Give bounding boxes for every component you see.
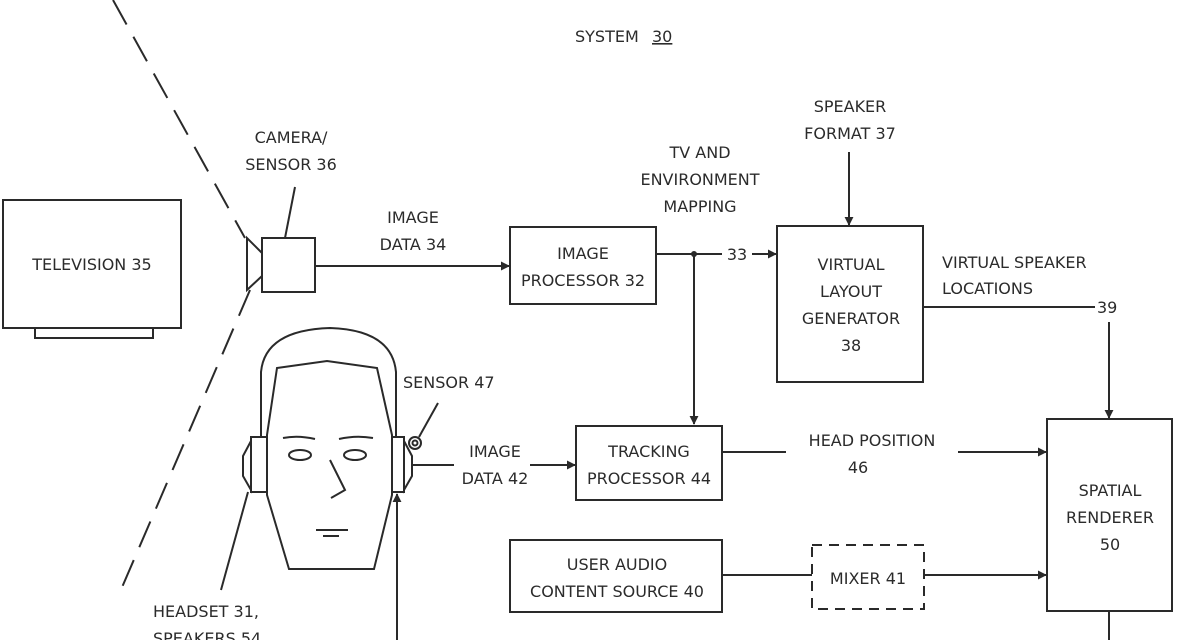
- spatial-renderer-label-line1: SPATIAL: [1079, 481, 1142, 500]
- face-outline: [266, 359, 393, 570]
- spatial-renderer-box: [1046, 418, 1173, 612]
- camera-sensor-icon: [246, 235, 316, 293]
- right-eyebrow: [338, 435, 374, 440]
- speaker-format-label-line1: SPEAKER: [814, 97, 887, 116]
- mixer-label: MIXER 41: [830, 569, 906, 588]
- image-processor-label-line2: PROCESSOR 32: [521, 271, 645, 290]
- image-data-34-label-line2: DATA 34: [380, 235, 447, 254]
- image-processor-block: IMAGE PROCESSOR 32: [509, 226, 657, 305]
- left-eye: [288, 449, 312, 461]
- television-label: TELEVISION 35: [31, 255, 151, 274]
- image-processor-box: [509, 226, 657, 305]
- tv-env-mapping-label-line3: MAPPING: [663, 197, 736, 216]
- right-eye: [343, 449, 367, 461]
- virtual-speaker-locations-line2: LOCATIONS: [942, 279, 1033, 298]
- tracking-processor-block: TRACKING PROCESSOR 44: [575, 425, 723, 501]
- headband: [260, 326, 397, 437]
- user-head-headset-icon: [242, 326, 422, 570]
- nose: [329, 459, 347, 499]
- tracking-processor-box: [575, 425, 723, 501]
- title-label: SYSTEM: [575, 27, 639, 46]
- television-stand: [34, 327, 154, 339]
- camera-lens: [246, 235, 263, 293]
- sensor-47-leader: [418, 402, 439, 438]
- camera-label-line2: SENSOR 36: [245, 155, 337, 174]
- image-data-42-label-line1: IMAGE: [469, 442, 521, 461]
- headset-label-line1: HEADSET 31,: [153, 602, 259, 621]
- sensor-47-label: SENSOR 47: [403, 373, 495, 392]
- diagram-title: SYSTEM 30: [575, 27, 672, 46]
- virtual-layout-generator-box: [776, 225, 924, 383]
- camera-leader-line: [284, 186, 296, 239]
- speaker-format-label-line2: FORMAT 37: [804, 124, 896, 143]
- headset-label-line2: SPEAKERS 54: [153, 629, 261, 640]
- user-audio-label-line2: CONTENT SOURCE 40: [530, 582, 704, 601]
- left-ear-cup: [250, 436, 268, 493]
- headset-leader-line: [220, 491, 249, 591]
- vlg-label-line3: GENERATOR: [802, 309, 900, 328]
- television-body: [2, 199, 182, 329]
- virtual-layout-generator-block: VIRTUAL LAYOUT GENERATOR 38: [776, 225, 924, 383]
- virtual-speaker-locations-line1: VIRTUAL SPEAKER: [942, 253, 1087, 272]
- left-ear-pad: [242, 440, 252, 494]
- tracking-processor-label-line1: TRACKING: [607, 442, 690, 461]
- sensor-47-inner: [411, 439, 419, 447]
- vlg-label-line2: LAYOUT: [820, 282, 882, 301]
- spatial-renderer-label-line3: 50: [1100, 535, 1120, 554]
- head-position-label-line2: 46: [848, 458, 868, 477]
- user-audio-source-block: USER AUDIO CONTENT SOURCE 40: [509, 539, 723, 613]
- camera-body: [261, 237, 316, 293]
- user-audio-source-box: [509, 539, 723, 613]
- camera-fov-lower-line: [119, 289, 251, 593]
- right-ear-pad: [403, 440, 413, 494]
- camera-fov-upper-line: [112, 0, 246, 239]
- ref-39-label: 39: [1097, 298, 1117, 317]
- ref-33-label: 33: [727, 245, 747, 264]
- tracking-processor-label-line2: PROCESSOR 44: [587, 469, 711, 488]
- image-data-42-label-line2: DATA 42: [462, 469, 529, 488]
- television-block: TELEVISION 35: [2, 199, 182, 339]
- image-data-34-label-line1: IMAGE: [387, 208, 439, 227]
- head-position-label-line1: HEAD POSITION: [809, 431, 936, 450]
- left-eyebrow: [282, 435, 316, 440]
- tv-env-mapping-label-line2: ENVIRONMENT: [640, 170, 759, 189]
- user-audio-label-line1: USER AUDIO: [567, 555, 667, 574]
- vlg-label-line1: VIRTUAL: [818, 255, 885, 274]
- spatial-renderer-label-line2: RENDERER: [1066, 508, 1154, 527]
- mixer-box-dashed: [811, 544, 925, 610]
- sensor-47-icon: [408, 436, 422, 450]
- vlg-label-line4: 38: [841, 336, 861, 355]
- image-processor-label-line1: IMAGE: [557, 244, 609, 263]
- spatial-renderer-block: SPATIAL RENDERER 50: [1046, 418, 1173, 612]
- camera-label-line1: CAMERA/: [255, 128, 328, 147]
- mixer-block: MIXER 41: [811, 544, 925, 610]
- right-ear-cup: [391, 436, 405, 493]
- tv-env-mapping-label-line1: TV AND: [668, 143, 730, 162]
- title-number: 30: [652, 27, 672, 46]
